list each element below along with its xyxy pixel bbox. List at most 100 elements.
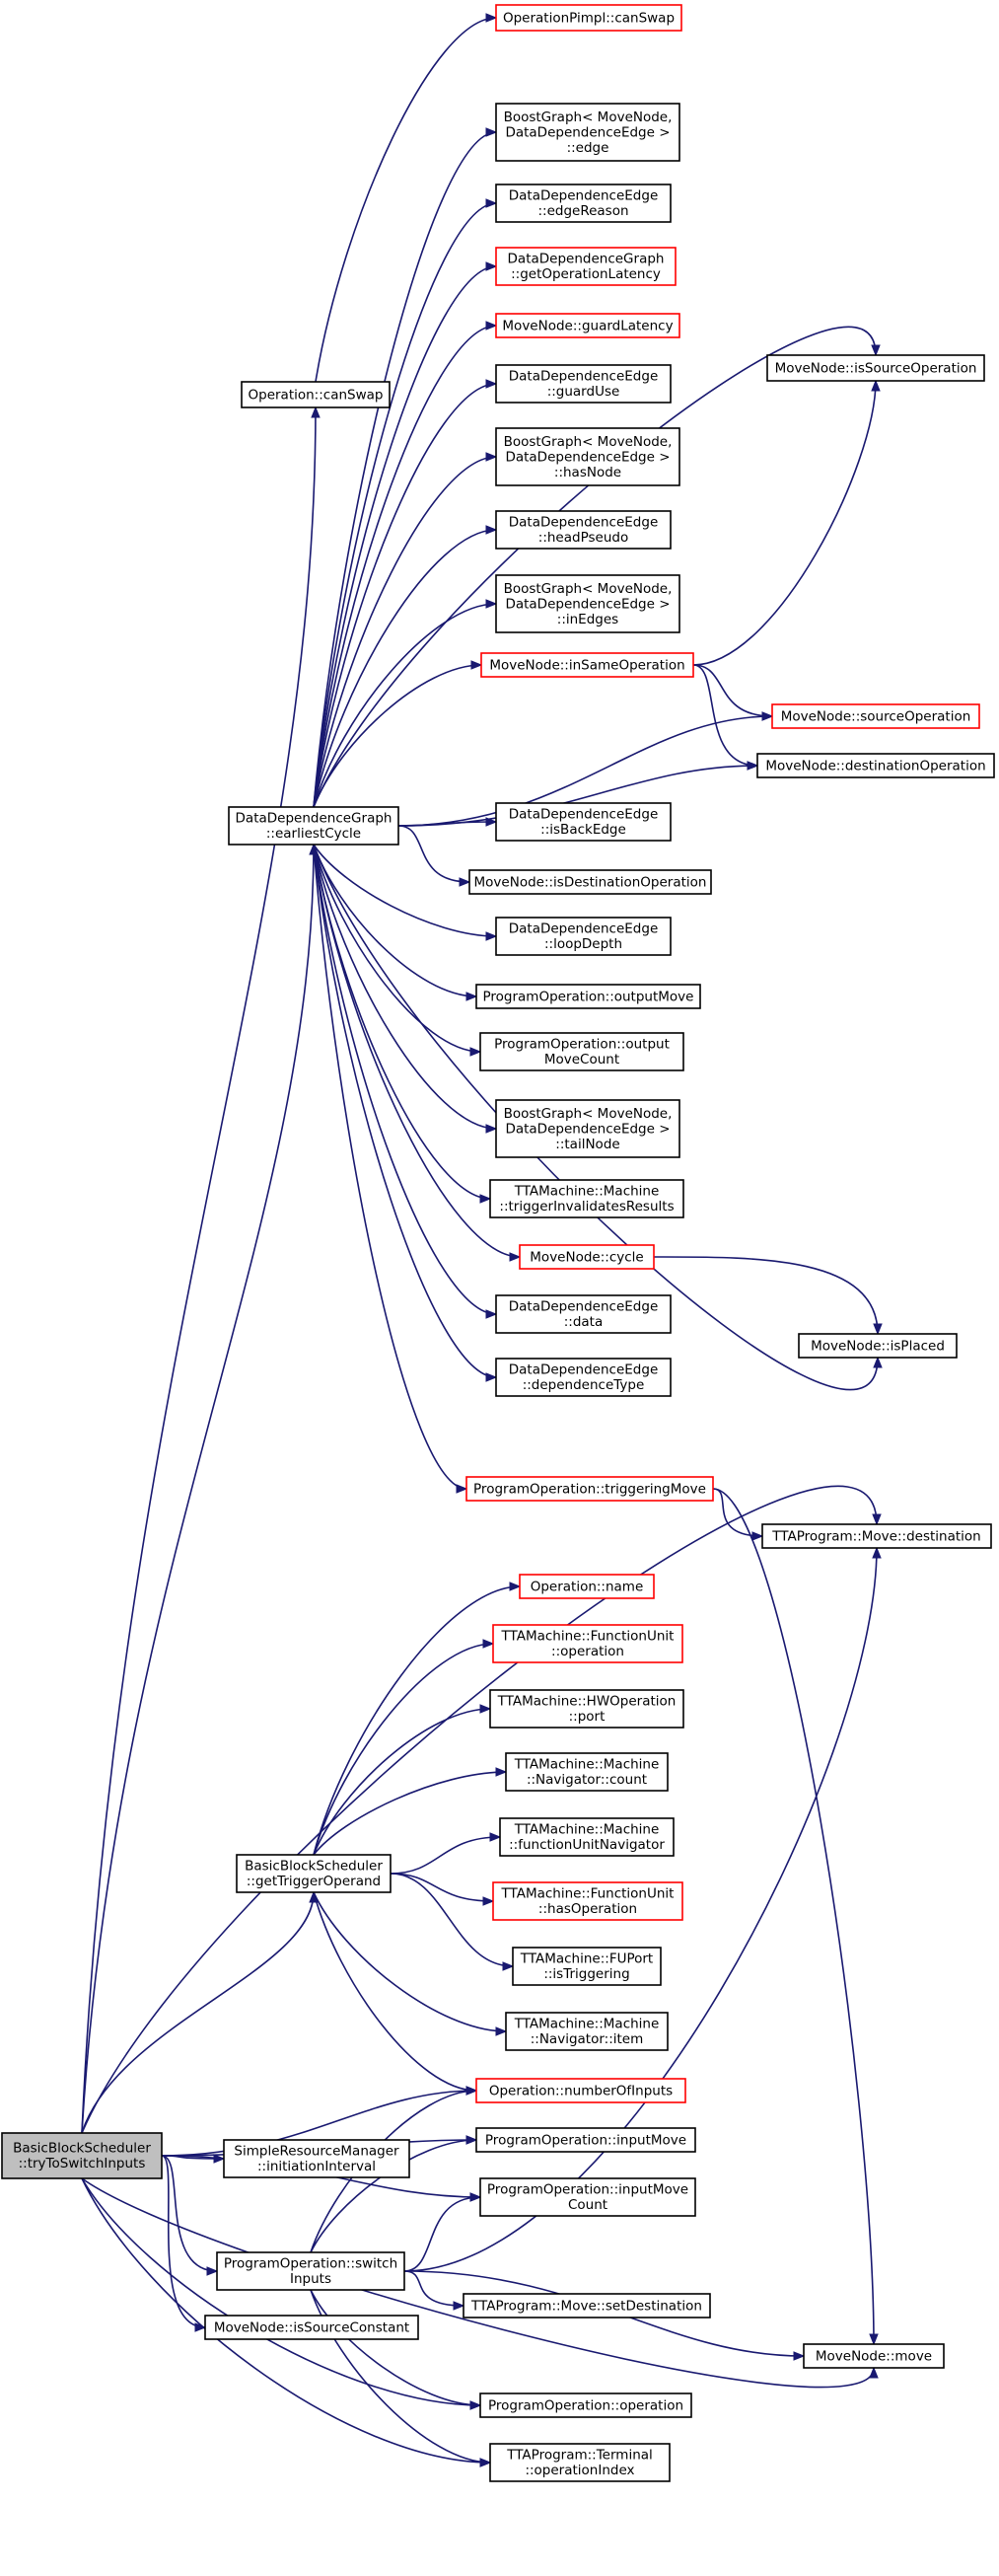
arrowhead	[751, 1531, 764, 1541]
node-mv_setdest[interactable]: TTAProgram::Move::setDestination	[463, 2293, 711, 2318]
node-fup_it[interactable]: TTAMachine::FUPort::isTriggering	[512, 1947, 662, 1986]
node-op_name[interactable]: Operation::name	[519, 1574, 655, 1599]
node-dde_dt[interactable]: DataDependenceEdge::dependenceType	[495, 1358, 672, 1397]
node-label-line: DataDependenceEdge	[509, 1299, 659, 1315]
edge-ddg_ec-to-bg_hn	[313, 456, 497, 808]
node-hwo_port[interactable]: TTAMachine::HWOperation::port	[489, 1689, 684, 1729]
edge-mn_iso-to-mn_isso	[692, 380, 877, 666]
node-box	[479, 1032, 684, 1071]
arrowhead	[869, 2366, 879, 2379]
node-po_tm[interactable]: ProgramOperation::triggeringMove	[465, 1476, 714, 1502]
node-fu_hasop[interactable]: TTAMachine::FunctionUnit::hasOperation	[492, 1881, 683, 1921]
arrowhead	[485, 379, 498, 389]
node-label-line: ::earliestCycle	[266, 826, 361, 842]
arrowhead	[469, 1047, 482, 1057]
edge-ddg_ec-to-bg_ie	[313, 603, 497, 808]
node-label-line: OperationPimpl::canSwap	[503, 10, 675, 26]
edge-root-to-po_op	[81, 2177, 481, 2406]
node-label-line: ::triggerInvalidatesResults	[499, 1199, 674, 1214]
node-srm_ii[interactable]: SimpleResourceManager::initiationInterva…	[223, 2139, 410, 2178]
arrowhead	[485, 525, 498, 535]
node-mn_so[interactable]: MoveNode::sourceOperation	[771, 703, 980, 729]
node-box	[761, 1523, 992, 1549]
node-oppimpl[interactable]: OperationPimpl::canSwap	[495, 4, 682, 32]
node-dde_gu[interactable]: DataDependenceEdge::guardUse	[495, 364, 672, 404]
node-mn_iso[interactable]: MoveNode::inSameOperation	[480, 652, 694, 678]
node-label-line: ::inEdges	[557, 612, 618, 627]
node-box	[479, 2392, 692, 2418]
arrowhead	[871, 379, 881, 392]
node-po_op[interactable]: ProgramOperation::operation	[479, 2392, 692, 2418]
node-label-line: DataDependenceGraph	[508, 252, 665, 267]
arrowhead	[469, 2192, 482, 2202]
node-label-line: ::edge	[567, 140, 609, 156]
node-label-line: ::guardUse	[547, 384, 620, 400]
edge-ddg_ec-to-mn_iso	[313, 664, 482, 808]
node-ddg_gol[interactable]: DataDependenceGraph::getOperationLatency	[495, 247, 677, 286]
edge-root-to-mn_move	[81, 2177, 875, 2389]
node-po_om[interactable]: ProgramOperation::outputMove	[475, 984, 701, 1009]
arrowhead	[485, 1309, 498, 1319]
node-mn_move[interactable]: MoveNode::move	[803, 2343, 945, 2369]
node-label-line: ProgramOperation::switch	[224, 2256, 397, 2272]
node-mn_isc[interactable]: MoveNode::isSourceConstant	[204, 2315, 419, 2340]
node-label-line: ::getTriggerOperand	[247, 1874, 381, 1889]
node-bbs_gto[interactable]: BasicBlockScheduler::getTriggerOperand	[236, 1854, 392, 1893]
arrowhead	[485, 1124, 498, 1134]
node-nav_item[interactable]: TTAMachine::Machine::Navigator::item	[505, 2012, 669, 2051]
node-box	[771, 703, 980, 729]
node-m_fun[interactable]: TTAMachine::Machine::functionUnitNavigat…	[499, 1817, 675, 1857]
node-label-line: MoveNode::cycle	[530, 1249, 643, 1265]
node-mn_cycle[interactable]: MoveNode::cycle	[519, 1244, 655, 1270]
node-tm_tir[interactable]: TTAMachine::Machine::triggerInvalidatesR…	[489, 1179, 684, 1218]
node-box	[489, 1179, 684, 1218]
node-box	[495, 247, 677, 286]
arrowhead	[311, 405, 321, 418]
node-label-line: TTAProgram::Move::setDestination	[470, 2298, 702, 2314]
edge-ddg_ec-to-mn_so	[397, 715, 773, 827]
node-mv_dest[interactable]: TTAProgram::Move::destination	[761, 1523, 992, 1549]
node-bg_tn[interactable]: BoostGraph< MoveNode,DataDependenceEdge …	[495, 1099, 680, 1158]
arrowhead	[485, 931, 498, 941]
node-po_im[interactable]: ProgramOperation::inputMove	[475, 2127, 696, 2153]
node-label-line: ::Navigator::item	[531, 2031, 644, 2047]
node-dde_er[interactable]: DataDependenceEdge::edgeReason	[495, 184, 672, 223]
edge-ddg_ec-to-tm_tir	[313, 844, 491, 1200]
node-dde_ld[interactable]: DataDependenceEdge::loopDepth	[495, 917, 672, 956]
node-mn_isso[interactable]: MoveNode::isSourceOperation	[766, 354, 985, 382]
node-dde_data[interactable]: DataDependenceEdge::data	[495, 1294, 672, 1334]
node-bg_hn[interactable]: BoostGraph< MoveNode,DataDependenceEdge …	[495, 427, 680, 486]
edge-ddg_ec-to-bg_tn	[313, 844, 497, 1130]
node-op_noi[interactable]: Operation::numberOfInputs	[475, 2078, 686, 2103]
node-nav_count[interactable]: TTAMachine::Machine::Navigator::count	[505, 1752, 669, 1792]
edge-bbs_gto-to-nav_count	[313, 1771, 507, 1856]
node-label-line: ProgramOperation::output	[494, 1037, 670, 1053]
node-opcanswap[interactable]: Operation::canSwap	[241, 381, 391, 408]
node-label-line: BoostGraph< MoveNode,	[504, 434, 673, 450]
node-bg_edge[interactable]: BoostGraph< MoveNode,DataDependenceEdge …	[495, 103, 680, 162]
node-ddg_ec[interactable]: DataDependenceGraph::earliestCycle	[228, 806, 399, 846]
edge-ddg_ec-to-dde_gu	[313, 383, 497, 808]
node-mn_gl[interactable]: MoveNode::guardLatency	[495, 313, 680, 338]
node-mn_do[interactable]: MoveNode::destinationOperation	[756, 753, 995, 778]
node-fu_op[interactable]: TTAMachine::FunctionUnit::operation	[492, 1624, 683, 1663]
arrowhead	[465, 992, 478, 1001]
node-box	[475, 984, 701, 1009]
node-label-line: ::data	[564, 1314, 604, 1330]
node-term_oi[interactable]: TTAProgram::Terminal::operationIndex	[489, 2443, 671, 2482]
node-box	[798, 1333, 958, 1359]
node-dde_hp[interactable]: DataDependenceEdge::headPseudo	[495, 510, 672, 550]
node-label-line: ::hasOperation	[538, 1901, 637, 1917]
arrowhead	[485, 321, 498, 331]
node-mn_ip[interactable]: MoveNode::isPlaced	[798, 1333, 958, 1359]
arrowhead	[479, 1704, 492, 1714]
node-bg_ie[interactable]: BoostGraph< MoveNode,DataDependenceEdge …	[495, 574, 680, 633]
arrowhead	[469, 2400, 482, 2410]
node-mn_ido[interactable]: MoveNode::isDestinationOperation	[468, 869, 712, 895]
node-dde_ibe[interactable]: DataDependenceEdge::isBackEdge	[495, 802, 672, 842]
node-label-line: MoveNode::isDestinationOperation	[474, 874, 707, 890]
